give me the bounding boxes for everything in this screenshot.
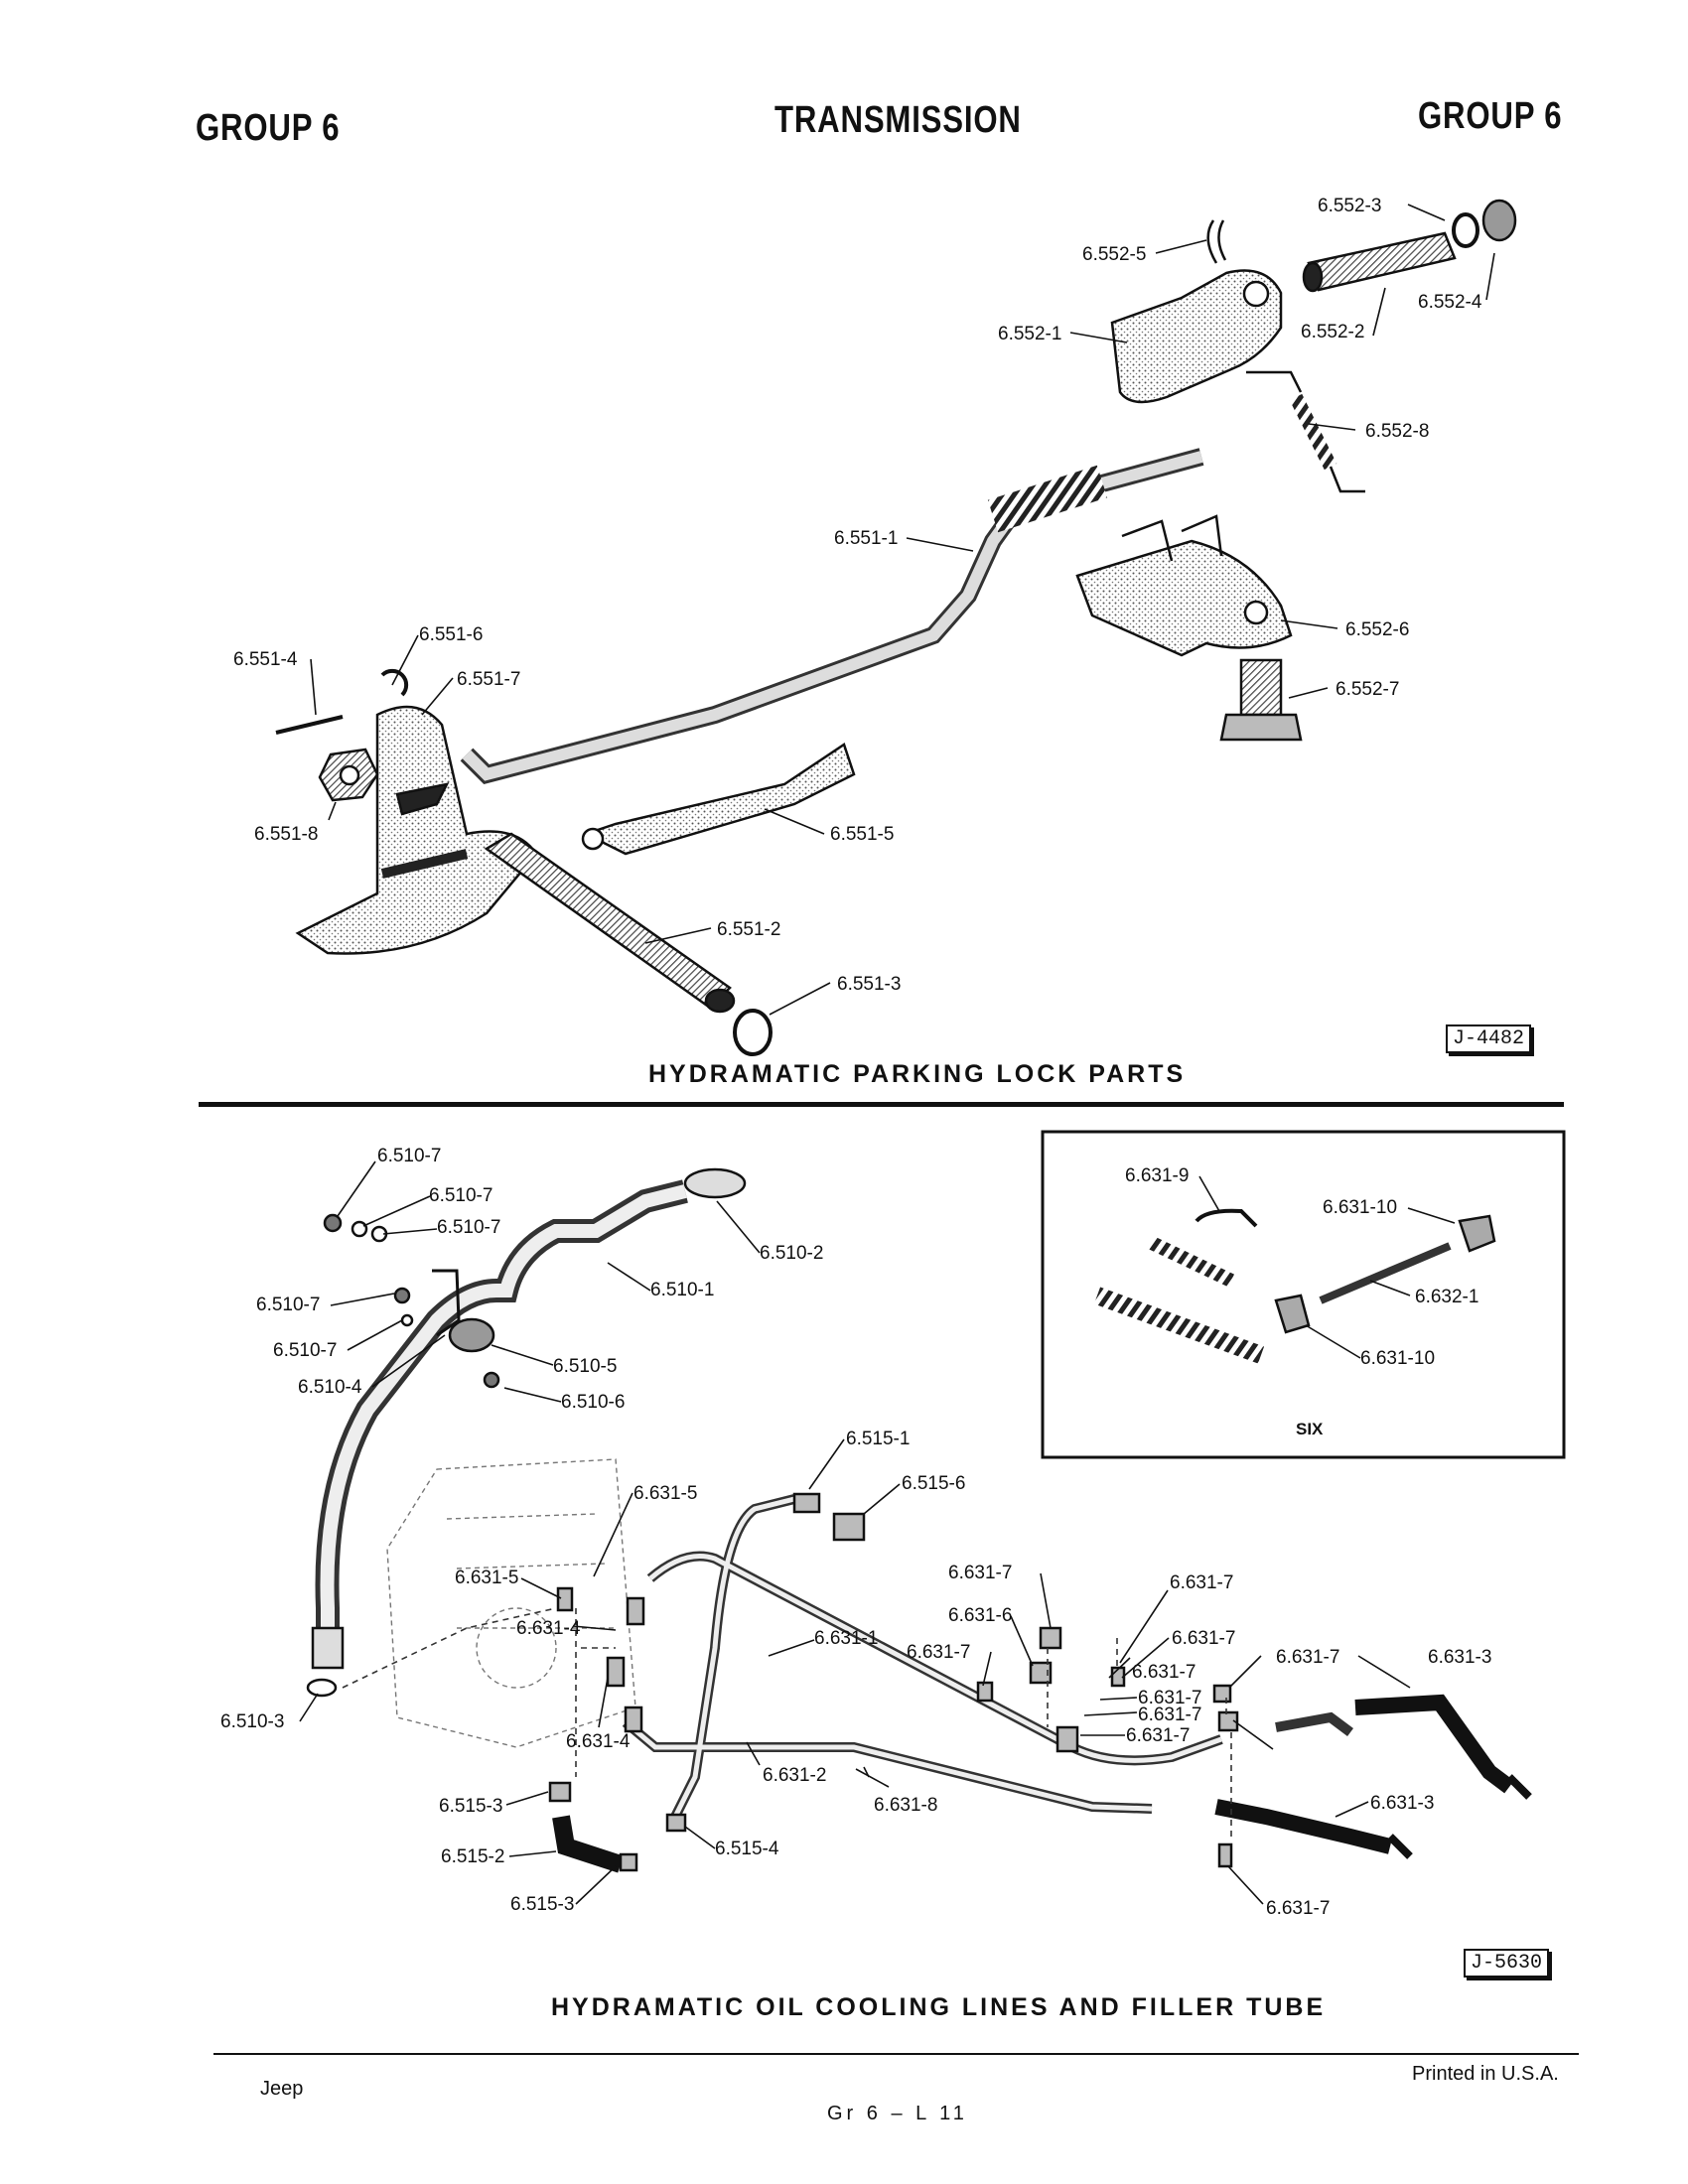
label: 6.631-9 <box>1125 1165 1189 1186</box>
labels-fig2: 6.510-7 6.510-7 6.510-7 6.510-2 6.510-1 … <box>220 1146 1491 1919</box>
hose-6631-3-lower <box>1214 1799 1392 1854</box>
label: 6.510-7 <box>377 1146 441 1166</box>
footer-rule <box>213 2053 1579 2055</box>
label: 6.551-6 <box>419 624 483 645</box>
figure1-ref: J-4482 <box>1446 1024 1532 1053</box>
figure1-caption: HYDRAMATIC PARKING LOCK PARTS <box>648 1060 1187 1088</box>
label: 6.515-4 <box>715 1839 779 1859</box>
label: 6.551-3 <box>837 974 901 995</box>
hose-6631-3-upper <box>1354 1694 1514 1794</box>
header-group-right: GROUP 6 <box>1418 95 1563 137</box>
label: 6.631-10 <box>1360 1348 1435 1369</box>
parking-lock-figure <box>275 199 1517 1056</box>
label: 6.631-7 <box>1266 1898 1330 1919</box>
label: 6.631-4 <box>516 1618 581 1639</box>
label: 6.510-5 <box>553 1356 617 1377</box>
header-title: TRANSMISSION <box>774 99 1022 141</box>
label: 6.552-2 <box>1301 322 1364 342</box>
bracket-6552-6 <box>1075 539 1293 657</box>
label: 6.510-3 <box>220 1711 284 1732</box>
label: 6.631-7 <box>1138 1705 1201 1725</box>
label: 6.510-2 <box>760 1243 823 1264</box>
label: 6.631-3 <box>1428 1647 1491 1668</box>
label: 6.515-3 <box>439 1796 502 1817</box>
label: 6.631-1 <box>814 1628 878 1649</box>
transmission-housing <box>386 1458 636 1748</box>
pin-6552-2 <box>1307 231 1457 292</box>
elbow-6631-10-lower <box>1274 1294 1311 1334</box>
label: 6.552-5 <box>1082 244 1146 265</box>
footer-printed: Printed in U.S.A. <box>1412 2063 1559 2085</box>
figure2-ref: J-5630 <box>1464 1949 1550 1978</box>
label: 6.551-5 <box>830 824 894 845</box>
detent-lever-6551-7 <box>295 705 538 955</box>
label: 6.631-6 <box>948 1605 1012 1626</box>
label: 6.510-7 <box>273 1340 337 1361</box>
dipstick-cap-6510-2 <box>683 1167 747 1199</box>
label: 6.552-4 <box>1418 292 1482 313</box>
label: 6.515-3 <box>510 1894 574 1915</box>
label: 6.631-5 <box>455 1568 518 1588</box>
label: 6.631-4 <box>566 1731 631 1752</box>
label: 6.631-7 <box>1132 1662 1196 1683</box>
label: 6.551-8 <box>254 824 318 845</box>
label: 6.510-4 <box>298 1377 362 1398</box>
label: 6.551-4 <box>233 649 298 670</box>
label: 6.510-6 <box>561 1392 625 1413</box>
retainer-6551-5 <box>582 743 856 856</box>
label: 6.551-1 <box>834 528 898 549</box>
header-group-left: GROUP 6 <box>196 107 341 149</box>
rod-spring <box>987 465 1108 533</box>
label: 6.510-7 <box>256 1295 320 1315</box>
label: 6.510-7 <box>437 1217 500 1238</box>
label: 6.631-7 <box>907 1642 970 1663</box>
elbow-6631-10-upper <box>1458 1214 1496 1253</box>
label: 6.515-1 <box>846 1429 910 1449</box>
label: 6.510-1 <box>650 1280 714 1300</box>
inset-box-six <box>1041 1130 1566 1459</box>
label: 6.552-3 <box>1318 196 1381 216</box>
label: 6.631-7 <box>1172 1628 1235 1649</box>
label: 6.552-8 <box>1365 421 1429 442</box>
inset-caption: SIX <box>1296 1420 1324 1438</box>
label: 6.631-7 <box>1126 1725 1190 1746</box>
label: 6.631-7 <box>1276 1647 1339 1668</box>
label: 6.631-2 <box>763 1765 826 1786</box>
label: 6.551-7 <box>457 669 520 690</box>
label: 6.552-1 <box>998 324 1061 344</box>
leaders-fig1 <box>310 204 1495 1016</box>
lever-6552-1 <box>1110 269 1283 404</box>
shaft-6551-2 <box>484 832 732 1010</box>
label: 6.631-7 <box>948 1563 1012 1583</box>
cooling-lines-figure <box>306 1130 1566 1873</box>
leaders-fig2 <box>299 1160 1456 1905</box>
label: 6.551-2 <box>717 919 780 940</box>
label: 6.632-1 <box>1415 1287 1478 1307</box>
spring-6552-8 <box>1289 393 1337 471</box>
label: 6.515-6 <box>902 1473 965 1494</box>
label: 6.510-7 <box>429 1185 492 1206</box>
clip-6631-9 <box>1195 1208 1258 1228</box>
label: 6.631-10 <box>1323 1197 1397 1218</box>
hose-6515-2 <box>552 1815 624 1873</box>
label: 6.552-7 <box>1336 679 1399 700</box>
footer-brand: Jeep <box>260 2078 304 2100</box>
label: 6.631-3 <box>1370 1793 1434 1814</box>
label: 6.515-2 <box>441 1846 504 1867</box>
footer-page: Gr 6 – L 11 <box>827 2103 968 2124</box>
label: 6.552-6 <box>1345 619 1409 640</box>
figure2-caption: HYDRAMATIC OIL COOLING LINES AND FILLER … <box>551 1993 1327 2021</box>
label: 6.631-8 <box>874 1795 937 1816</box>
label: 6.631-5 <box>633 1483 697 1504</box>
labels-fig1: 6.552-3 6.552-5 6.552-4 6.552-1 6.552-2 … <box>233 196 1482 995</box>
bolt-6552-7 <box>1239 658 1283 717</box>
label: 6.631-7 <box>1170 1572 1233 1593</box>
section-divider <box>199 1102 1564 1107</box>
label: 6.631-7 <box>1138 1688 1201 1708</box>
